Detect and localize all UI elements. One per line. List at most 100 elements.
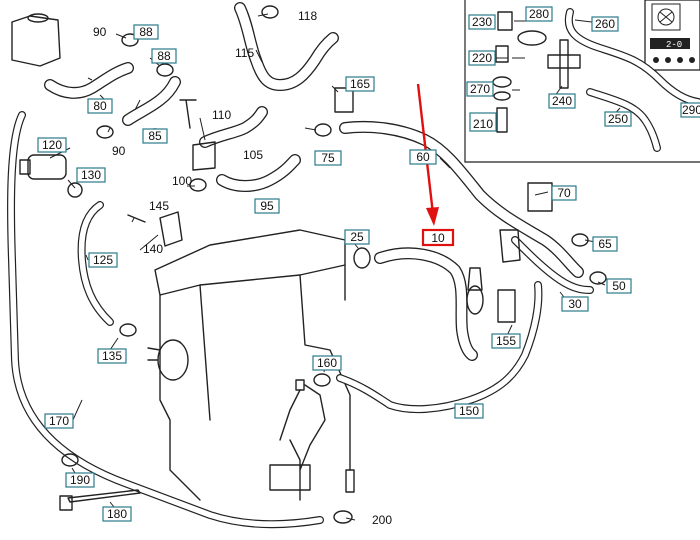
callout-box	[133, 24, 159, 40]
callout-part-110: 110	[212, 108, 231, 122]
callout-box	[469, 112, 497, 132]
callout-part-230: 230	[468, 14, 496, 30]
callout-part-60: 60	[409, 149, 437, 165]
callout-label: 10	[431, 231, 445, 245]
callout-part-220: 220	[468, 50, 496, 66]
callout-box	[421, 228, 455, 247]
callout-box	[454, 403, 484, 419]
callout-part-180: 180	[102, 506, 132, 522]
callout-part-170: 170	[44, 413, 74, 429]
callout-part-30: 30	[561, 296, 589, 312]
callout-part-65: 65	[592, 236, 618, 252]
inset-panel: 2-0	[464, 0, 700, 163]
callout-part-85: 85	[142, 128, 168, 144]
callout-label: 190	[70, 473, 90, 487]
callout-part-100: 100	[172, 174, 192, 188]
callout-box	[466, 81, 494, 97]
callout-part-95: 95	[254, 198, 280, 214]
callout-label: 60	[416, 150, 430, 164]
callout-label: 80	[93, 99, 107, 113]
callout-part-118: 118	[298, 9, 317, 23]
callout-label: 50	[612, 279, 626, 293]
callout-box	[102, 506, 132, 522]
callout-label: 88	[139, 25, 153, 39]
callout-label: 280	[529, 7, 549, 21]
callout-label: 135	[102, 349, 122, 363]
callout-part-270: 270	[466, 81, 494, 97]
callout-label: 160	[317, 356, 337, 370]
callout-part-10: 10	[421, 228, 455, 247]
callout-part-260: 260	[591, 16, 619, 32]
part-10-hose	[374, 247, 484, 361]
callout-box	[468, 50, 496, 66]
callout-label: 290	[682, 103, 700, 117]
callout-label: 165	[350, 77, 370, 91]
callout-label: 240	[552, 94, 572, 108]
callout-box	[97, 348, 127, 364]
callout-part-120: 120	[37, 137, 67, 153]
callout-box	[525, 6, 553, 22]
callout-box	[606, 278, 632, 294]
callout-box	[254, 198, 280, 214]
callout-box	[592, 236, 618, 252]
callout-box	[604, 111, 632, 127]
callout-part-145: 145	[149, 199, 169, 213]
callout-part-70: 70	[551, 185, 577, 201]
callout-part-200: 200	[372, 513, 392, 527]
callout-part-75: 75	[314, 150, 342, 166]
control-panel-unit: 2-0	[644, 0, 700, 71]
engine-block	[147, 229, 355, 501]
callout-part-210: 210	[469, 112, 497, 132]
auxiliary-pump	[19, 154, 83, 198]
callout-part-25: 25	[344, 229, 370, 245]
callout-box	[491, 333, 521, 349]
callout-label: 125	[93, 253, 113, 267]
callout-part-160: 160	[312, 355, 342, 371]
callout-box	[468, 14, 496, 30]
callout-box	[345, 76, 375, 92]
callout-label: 180	[107, 507, 127, 521]
callout-part-165: 165	[345, 76, 375, 92]
callout-part-80: 80	[87, 98, 113, 114]
callout-part-130: 130	[76, 167, 106, 183]
callout-label: 120	[42, 138, 62, 152]
callout-part-140: 140	[143, 242, 163, 256]
callout-part-90b: 90	[112, 144, 126, 158]
callout-box	[88, 252, 118, 268]
callout-label: 230	[472, 15, 492, 29]
callout-part-105: 105	[243, 148, 263, 162]
callout-label: 210	[473, 117, 493, 131]
callout-label: 130	[81, 168, 101, 182]
callout-label: 155	[496, 334, 516, 348]
callout-box	[312, 355, 342, 371]
callout-label: 85	[148, 129, 162, 143]
callout-box	[44, 413, 74, 429]
callout-label: 65	[598, 237, 612, 251]
callout-label: 88	[157, 49, 171, 63]
callout-part-125: 125	[88, 252, 118, 268]
callout-label: 270	[470, 82, 490, 96]
callout-box	[76, 167, 106, 183]
hose-clamps	[61, 5, 607, 524]
callout-part-115: 115	[235, 46, 254, 60]
callout-box	[551, 185, 577, 201]
callout-part-280: 280	[525, 6, 553, 22]
callout-label: 25	[350, 230, 364, 244]
callout-part-240: 240	[548, 93, 576, 109]
callout-label: 95	[260, 199, 274, 213]
callout-part-290: 290	[680, 102, 700, 118]
callout-label: 250	[608, 112, 628, 126]
callout-part-88b: 88	[151, 48, 177, 64]
callout-label: 150	[459, 404, 479, 418]
callout-box	[591, 16, 619, 32]
inset-display-text: 2-0	[666, 40, 682, 50]
callout-part-50: 50	[606, 278, 632, 294]
callout-box	[151, 48, 177, 64]
callout-label: 170	[49, 414, 69, 428]
callout-box	[314, 150, 342, 166]
callout-part-190: 190	[65, 472, 95, 488]
part-number-callouts: 1025305060657075808588889090951001051101…	[37, 6, 700, 527]
callout-part-88a: 88	[133, 24, 159, 40]
callout-box	[142, 128, 168, 144]
callout-box	[37, 137, 67, 153]
